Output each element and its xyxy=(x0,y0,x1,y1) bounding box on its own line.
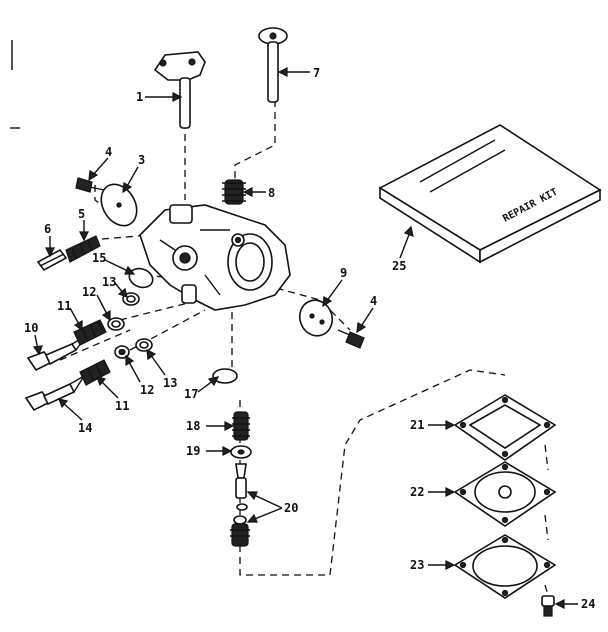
cup-plug xyxy=(212,368,238,384)
callout-12: 12 xyxy=(140,383,154,397)
throttle-plate xyxy=(100,183,138,227)
callout-18: 18 xyxy=(186,419,200,433)
repair-kit-box: REPAIR KIT xyxy=(378,124,602,264)
callout-6: 6 xyxy=(44,222,51,236)
callout-9: 9 xyxy=(340,266,347,280)
callout-3: 3 xyxy=(138,153,145,167)
callout-13: 13 xyxy=(102,275,116,289)
inlet-seat xyxy=(230,515,250,547)
metering-diaphragm xyxy=(453,461,557,527)
callout-17: 17 xyxy=(184,387,198,401)
o-ring-lower xyxy=(135,338,153,352)
callout-11: 11 xyxy=(115,399,129,413)
callout-10: 10 xyxy=(24,321,38,335)
callout-5: 5 xyxy=(78,207,85,221)
idle-screw xyxy=(36,248,68,272)
callout-7: 7 xyxy=(313,66,320,80)
callout-numbers: 1 7 4 3 8 6 5 25 15 13 12 11 10 9 4 12 1… xyxy=(24,66,595,611)
callout-4: 4 xyxy=(105,145,112,159)
inlet-washer xyxy=(230,445,252,459)
cover-screw xyxy=(541,595,555,617)
callout-24: 24 xyxy=(581,597,595,611)
shaft-spring xyxy=(222,179,246,205)
callout-25: 25 xyxy=(392,259,406,273)
inlet-needle xyxy=(235,463,248,511)
washer-upper xyxy=(107,317,125,331)
callout-12: 12 xyxy=(82,285,96,299)
throttle-plate-screw xyxy=(75,177,105,193)
throttle-shaft xyxy=(153,51,206,129)
scan-marks xyxy=(10,40,20,129)
idle-mixture-needle xyxy=(26,335,87,372)
choke-shaft xyxy=(258,27,288,103)
callout-22: 22 xyxy=(410,485,424,499)
callout-20: 20 xyxy=(284,501,298,515)
choke-plate-screw xyxy=(337,329,365,349)
callout-1: 1 xyxy=(136,90,143,104)
callout-14: 14 xyxy=(78,421,92,435)
inlet-spring xyxy=(232,411,250,441)
callout-13: 13 xyxy=(163,376,177,390)
choke-plate xyxy=(298,299,334,337)
main-mixture-needle xyxy=(24,375,85,412)
callout-11: 11 xyxy=(57,299,71,313)
welch-plug xyxy=(128,267,154,289)
callout-4: 4 xyxy=(370,294,377,308)
callout-15: 15 xyxy=(92,251,106,265)
callout-21: 21 xyxy=(410,418,424,432)
carburetor-body xyxy=(139,204,291,311)
needle-spring-lower xyxy=(79,359,111,386)
callout-19: 19 xyxy=(186,444,200,458)
diaphragm-gasket xyxy=(453,394,557,461)
diaphragm-cover xyxy=(453,534,557,599)
needle-spring-upper xyxy=(73,319,107,346)
callout-23: 23 xyxy=(410,558,424,572)
callout-8: 8 xyxy=(268,186,275,200)
leader-lines xyxy=(32,67,578,609)
idle-spring xyxy=(65,235,101,263)
o-ring-upper xyxy=(122,292,140,306)
